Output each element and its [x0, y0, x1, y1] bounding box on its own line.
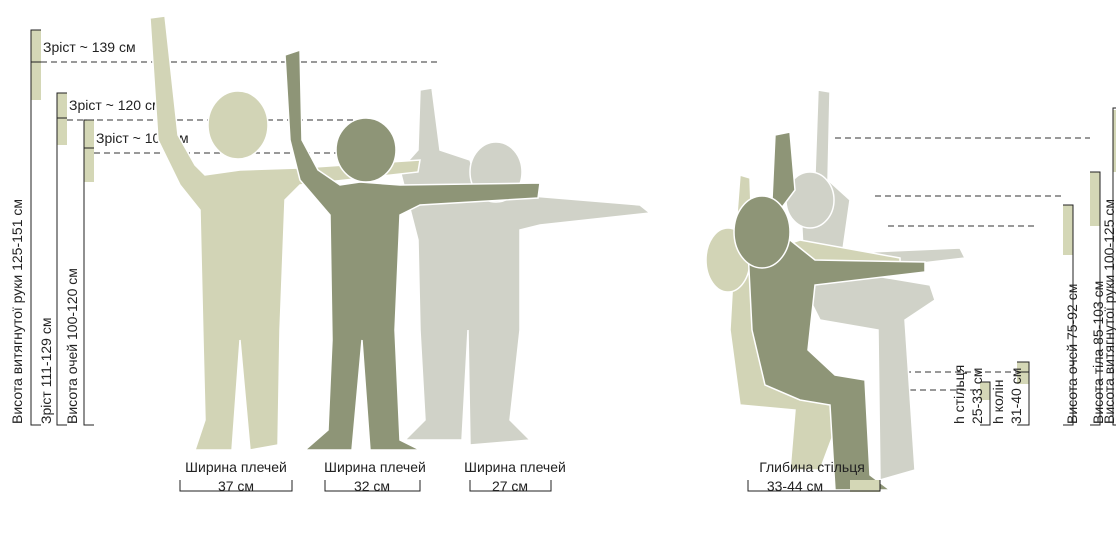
shoulder-title-1: Ширина плечей — [185, 459, 287, 475]
seat-depth-title: Глибина стільця — [759, 459, 865, 475]
body-seated-bar — [1090, 172, 1100, 226]
arm-seated-label: Висота витягнутої руки 100-125 см — [1101, 199, 1116, 424]
seat-depth-value: 33-44 см — [767, 478, 823, 494]
shoulder-widths: Ширина плечей Ширина плечей Ширина плече… — [180, 459, 566, 494]
eye-range-bar — [84, 120, 94, 182]
eye-seated-label: Висота очей 75-92 см — [1064, 284, 1080, 424]
shoulder-title-3: Ширина плечей — [464, 459, 566, 475]
arm-reach-label: Висота витягнутої руки 125-151 см — [9, 199, 25, 424]
shoulder-value-2: 32 см — [354, 478, 390, 494]
knee-height-label-1: h колін — [990, 380, 1006, 424]
height-range-label: Зріст 111-129 см — [38, 318, 54, 424]
height-label-120: Зріст ~ 120 см — [69, 97, 162, 113]
height-range-bar — [57, 93, 67, 145]
height-label-139: Зріст ~ 139 см — [43, 39, 136, 55]
eye-seated-bar — [1063, 205, 1073, 255]
arm-range-bar — [31, 30, 41, 100]
eye-height-label: Висота очей 100-120 см — [64, 268, 80, 424]
shoulder-title-2: Ширина плечей — [324, 459, 426, 475]
shoulder-value-1: 37 см — [218, 478, 254, 494]
chair-height-label-2: 25-33 см — [969, 368, 985, 424]
standing-child-small — [400, 88, 650, 445]
seat-depth-bar — [850, 480, 880, 492]
chair-height-label-1: h стільця — [951, 365, 967, 424]
knee-height-label-2: 31-40 см — [1008, 368, 1024, 424]
shoulder-value-3: 27 см — [492, 478, 528, 494]
